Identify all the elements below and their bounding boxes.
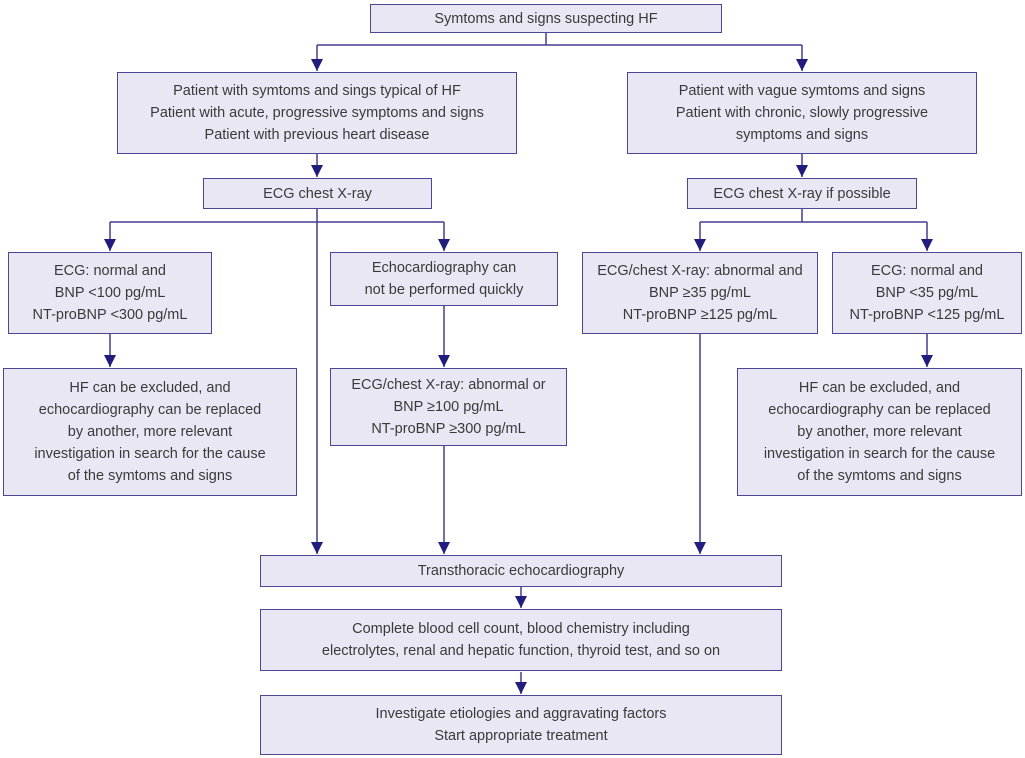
node-ecg-chest-xray: ECG chest X-ray [203, 178, 432, 209]
node-hf-excluded-right: HF can be excluded, and echocardiography… [737, 368, 1022, 496]
node-ecg-normal-bnp-35: ECG: normal and BNP <35 pg/mL NT-proBNP … [832, 252, 1022, 334]
node-symptoms-suspecting-hf: Symtoms and signs suspecting HF [370, 4, 722, 33]
node-blood-tests: Complete blood cell count, blood chemist… [260, 609, 782, 671]
node-echo-not-performed-quickly: Echocardiography can not be performed qu… [330, 252, 558, 306]
node-hf-excluded-left: HF can be excluded, and echocardiography… [3, 368, 297, 496]
node-ecg-abnormal-bnp-35: ECG/chest X-ray: abnormal and BNP ≥35 pg… [582, 252, 818, 334]
node-patient-typical-symptoms: Patient with symtoms and sings typical o… [117, 72, 517, 154]
branch-line-right [700, 209, 927, 223]
node-ecg-abnormal-bnp-100: ECG/chest X-ray: abnormal or BNP ≥100 pg… [330, 368, 567, 446]
node-ecg-normal-bnp-100: ECG: normal and BNP <100 pg/mL NT-proBNP… [8, 252, 212, 334]
node-ecg-chest-xray-if-possible: ECG chest X-ray if possible [687, 178, 917, 209]
node-investigate-etiologies-treatment: Investigate etiologies and aggravating f… [260, 695, 782, 755]
node-transthoracic-echocardiography: Transthoracic echocardiography [260, 555, 782, 587]
branch-line-top [317, 32, 802, 46]
node-patient-vague-symptoms: Patient with vague symtoms and signs Pat… [627, 72, 977, 154]
branch-line-left [110, 209, 444, 223]
